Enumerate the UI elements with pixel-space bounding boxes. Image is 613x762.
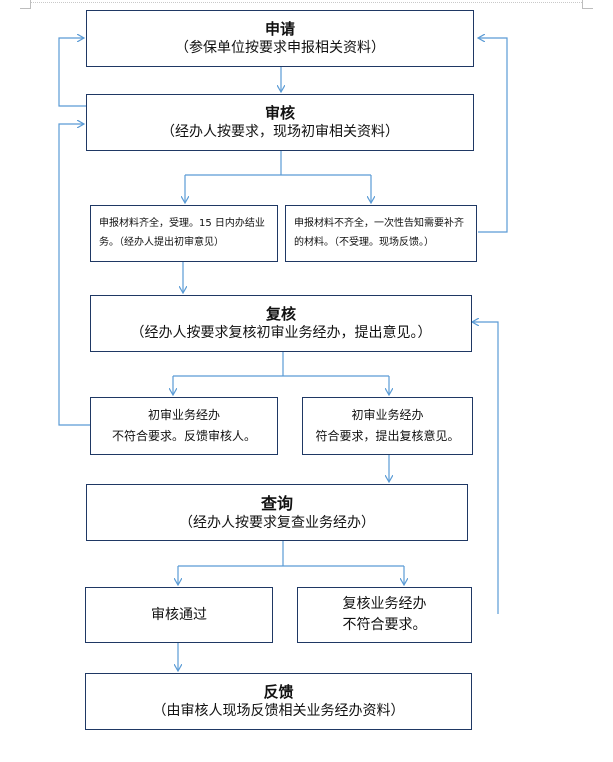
box-initial-pass: 初审业务经办 符合要求，提出复核意见。 <box>302 397 473 455</box>
query-title: 查询 <box>260 493 293 513</box>
recheck-fail-line-1: 复核业务经办 <box>342 596 427 612</box>
arrow-recheck-fail-back-to-recheck <box>472 322 499 614</box>
complete-line-2: 务。（经办人提出初审意见） <box>99 237 224 248</box>
box-recheck: 复核 （经办人按要求复核初审业务经办，提出意见。） <box>90 295 472 352</box>
feedback-desc: （由审核人现场反馈相关业务经办资料） <box>152 703 405 719</box>
apply-title: 申请 <box>264 20 295 38</box>
incomplete-line-2: 的材料。（不受理。现场反馈。） <box>294 237 434 248</box>
page-edge <box>30 0 582 3</box>
feedback-title: 反馈 <box>263 683 294 701</box>
box-query: 查询 （经办人按要求复查业务经办） <box>86 484 468 541</box>
initial-fail-line-1: 初审业务经办 <box>147 408 220 422</box>
initial-fail-line-2: 不符合要求。反馈审核人。 <box>111 429 256 443</box>
complete-line-1: 申报材料齐全，受理。15 日内办结业 <box>99 218 265 229</box>
recheck-title: 复核 <box>265 305 296 323</box>
box-materials-incomplete: 申报材料不齐全，一次性告知需要补齐 的材料。（不受理。现场反馈。） <box>285 205 477 262</box>
arrow-incomplete-back-to-apply <box>478 38 508 233</box>
initial-pass-line-2: 符合要求，提出复核意见。 <box>315 429 460 443</box>
arrow-review-back-to-apply <box>58 38 86 107</box>
incomplete-line-1: 申报材料不齐全，一次性告知需要补齐 <box>294 218 464 229</box>
initial-pass-line-1: 初审业务经办 <box>351 408 424 422</box>
page-corner-mark-right <box>582 0 593 9</box>
box-review: 审核 （经办人按要求，现场初审相关资料） <box>86 94 474 151</box>
box-initial-fail: 初审业务经办 不符合要求。反馈审核人。 <box>90 397 278 455</box>
box-apply: 申请 （参保单位按要求申报相关资料） <box>86 10 474 67</box>
box-approved: 审核通过 <box>85 587 273 643</box>
apply-desc: （参保单位按要求申报相关资料） <box>175 40 385 56</box>
query-desc: （经办人按要求复查业务经办） <box>179 514 375 531</box>
arrow-initial-fail-back-to-review <box>58 124 90 426</box>
box-recheck-fail: 复核业务经办 不符合要求。 <box>297 587 472 643</box>
review-desc: （经办人按要求，现场初审相关资料） <box>161 124 399 140</box>
review-title: 审核 <box>264 104 295 122</box>
approved-text: 审核通过 <box>151 606 207 623</box>
page-corner-mark-left <box>20 0 31 9</box>
line-query-split <box>178 541 404 567</box>
recheck-fail-line-2: 不符合要求。 <box>342 617 427 633</box>
recheck-desc: （经办人按要求复核初审业务经办，提出意见。） <box>130 325 432 341</box>
box-materials-complete: 申报材料齐全，受理。15 日内办结业 务。（经办人提出初审意见） <box>90 205 278 262</box>
line-review-split <box>185 151 371 176</box>
line-recheck-split <box>173 352 389 377</box>
box-feedback: 反馈 （由审核人现场反馈相关业务经办资料） <box>85 673 472 730</box>
